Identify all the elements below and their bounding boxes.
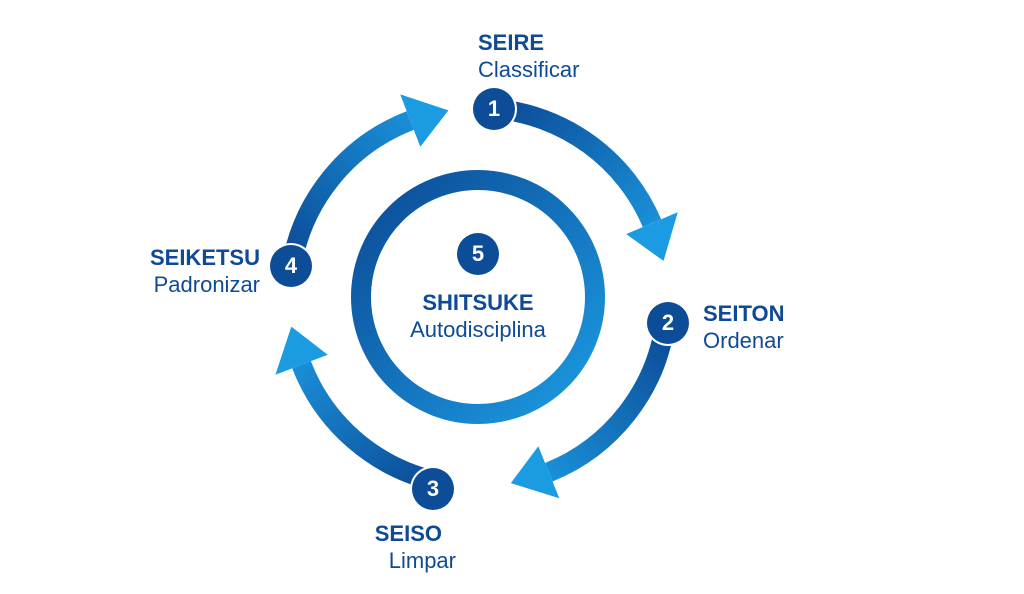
step-3-subtitle: Limpar	[388, 548, 456, 573]
step-3-badge: 3	[412, 468, 454, 510]
step-2-badge: 2	[647, 302, 689, 344]
cycle-arrow-3-head	[275, 326, 328, 375]
step-1-label: SEIRE Classificar	[478, 29, 579, 83]
cycle-arrow-1-head	[626, 212, 678, 261]
step-4-badge: 4	[270, 245, 312, 287]
center-label: SHITSUKE Autodisciplina	[378, 289, 578, 343]
center-title: SHITSUKE	[422, 290, 534, 315]
step-4-label: SEIKETSU Padronizar	[110, 244, 260, 298]
step-4-title: SEIKETSU	[149, 245, 260, 270]
cycle-arrow-3-shaft	[292, 361, 438, 491]
step-2-subtitle: Ordenar	[703, 328, 784, 353]
cycle-arrow-4-head	[400, 94, 449, 147]
step-2-label: SEITON Ordenar	[703, 300, 785, 354]
step-2-title: SEITON	[703, 301, 785, 326]
step-3-label: SEISO Limpar	[356, 520, 456, 574]
center-subtitle: Autodisciplina	[410, 317, 546, 342]
step-1-subtitle: Classificar	[478, 57, 580, 82]
center-ring	[351, 170, 605, 424]
cycle-arrow-4-shaft	[281, 111, 414, 270]
cycle-arrow-1-shaft	[493, 98, 662, 228]
step-1-badge: 1	[473, 88, 515, 130]
step-3-title: SEISO	[374, 521, 442, 546]
step-4-subtitle: Padronizar	[153, 272, 260, 297]
cycle-arrow-2-head	[510, 446, 560, 499]
cycle-arrow-2-shaft	[544, 321, 676, 482]
step-5-badge: 5	[457, 233, 499, 275]
step-1-title: SEIRE	[478, 30, 545, 55]
